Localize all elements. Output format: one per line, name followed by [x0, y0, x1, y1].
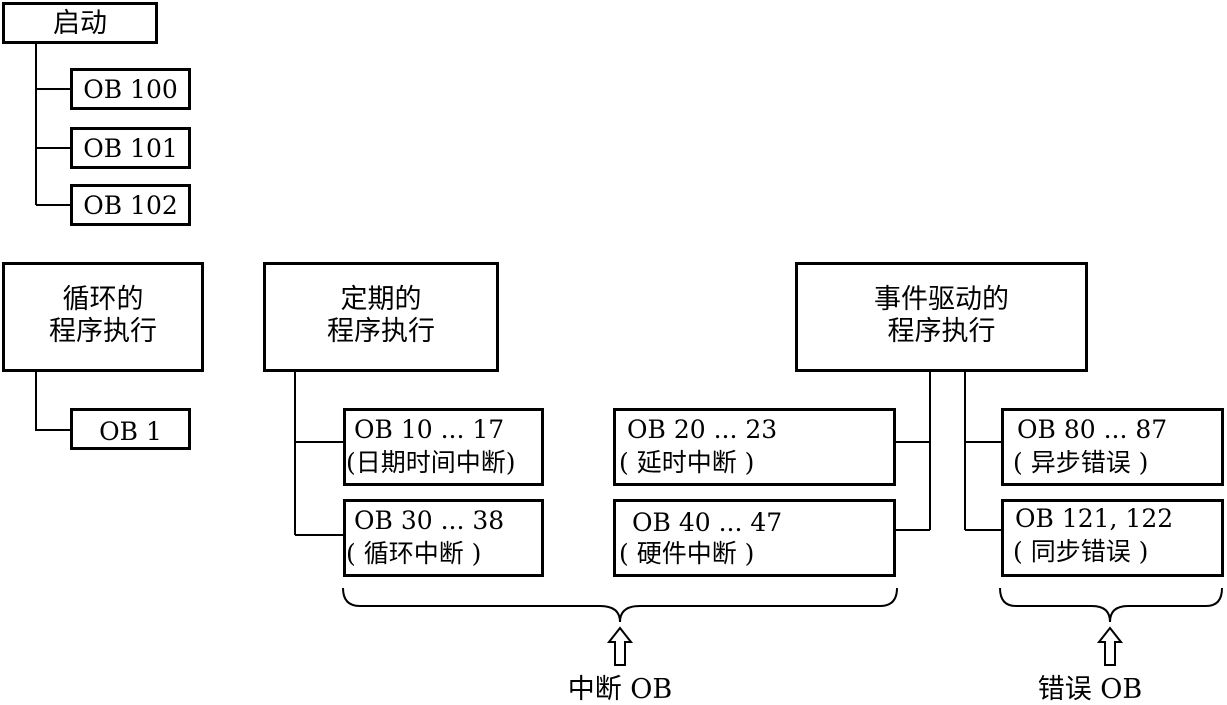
- ob20-line1: OB 20 ... 23: [627, 415, 778, 444]
- error-ob-label: 错误 OB: [1037, 674, 1143, 705]
- ob80-line2: ( 异步错误 ): [1013, 448, 1149, 477]
- startup-title: 启动: [53, 8, 107, 39]
- ob30-box: [343, 499, 544, 577]
- ob102-label: OB 102: [83, 191, 178, 220]
- ob121-line1: OB 121, 122: [1015, 504, 1174, 533]
- cyclic-box: [2, 262, 204, 372]
- ob30-line2: ( 循环中断 ): [346, 539, 482, 568]
- cyclic-connector: [35, 372, 70, 431]
- ob121-box: [1001, 499, 1224, 577]
- periodic-title-line1: 定期的: [340, 284, 422, 315]
- interrupt-ob-label: 中断 OB: [567, 674, 673, 705]
- cyclic-title-line1: 循环的: [62, 284, 144, 315]
- periodic-box: [263, 262, 499, 372]
- cyclic-title-line2: 程序执行: [49, 316, 157, 347]
- ob101-box: [70, 127, 191, 169]
- error-brace: [999, 587, 1223, 623]
- ob10-box: [343, 408, 544, 486]
- ob30-line1: OB 30 ... 38: [354, 506, 505, 535]
- periodic-title-line2: 程序执行: [327, 316, 435, 347]
- ob40-line2: ( 硬件中断 ): [619, 539, 755, 568]
- ob80-box: [1001, 408, 1224, 486]
- event-title-line2: 程序执行: [887, 316, 996, 347]
- ob102-box: [70, 184, 191, 226]
- ob121-line2: ( 同步错误 ): [1013, 537, 1149, 566]
- ob10-line1: OB 10 ... 17: [354, 415, 505, 444]
- ob100-box: [70, 68, 191, 110]
- ob80-line1: OB 80 ... 87: [1017, 415, 1168, 444]
- ob20-box: [613, 408, 896, 486]
- ob100-label: OB 100: [83, 75, 178, 104]
- interrupt-up-arrow-icon: [606, 626, 634, 666]
- ob1-label: OB 1: [99, 417, 162, 446]
- startup-box: [2, 2, 158, 44]
- interrupt-brace: [342, 587, 898, 623]
- ob40-line1: OB 40 ... 47: [632, 508, 783, 537]
- ob40-box: [613, 499, 896, 577]
- ob10-line2: (日期时间中断): [346, 448, 516, 477]
- event-box: [795, 262, 1088, 372]
- event-title-line1: 事件驱动的: [874, 284, 1009, 315]
- ob101-label: OB 101: [83, 134, 178, 163]
- ob20-line2: ( 延时中断 ): [619, 448, 755, 477]
- error-up-arrow-icon: [1096, 626, 1124, 666]
- ob1-box: [70, 408, 191, 450]
